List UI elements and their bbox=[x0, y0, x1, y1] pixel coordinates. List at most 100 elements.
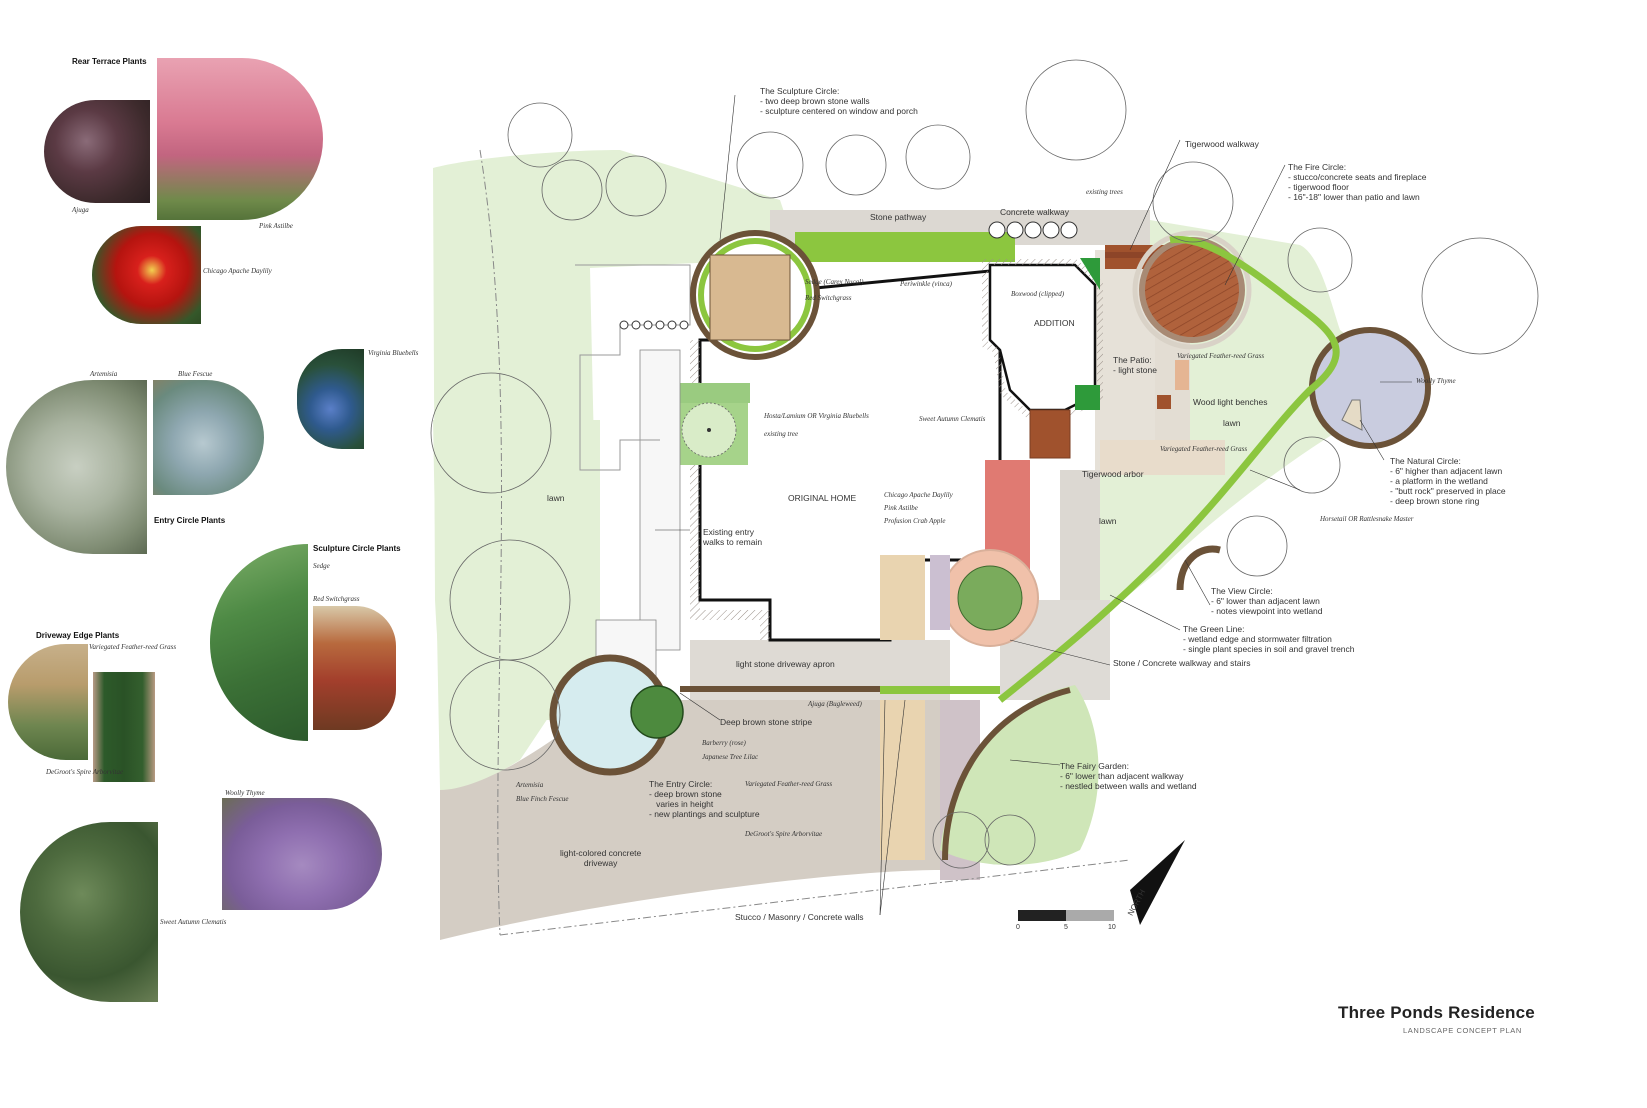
clematis-label: Sweet Autumn Clematis bbox=[160, 918, 227, 926]
switchgrass-label: Red Switchgrass bbox=[313, 595, 360, 603]
sedge-bed bbox=[709, 254, 791, 341]
concrete-walkway-circles bbox=[988, 221, 1078, 239]
barberry-label: Barberry (rose) bbox=[702, 739, 746, 747]
tigerwood-arbor-label: Tigerwood arbor bbox=[1082, 469, 1144, 479]
ajuga-plan-label: Ajuga (Bugleweed) bbox=[808, 700, 862, 708]
tigerwood-walkway-note: Tigerwood walkway bbox=[1185, 139, 1259, 149]
concrete-walkway-label: Concrete walkway bbox=[1000, 207, 1069, 217]
entry-circle-note: The Entry Circle: - deep brown stone var… bbox=[649, 779, 760, 820]
walls-label: Stucco / Masonry / Concrete walls bbox=[735, 912, 864, 922]
green-line-note: The Green Line: - wetland edge and storm… bbox=[1183, 624, 1355, 655]
scale-label-10: 10 bbox=[1108, 924, 1116, 931]
arborvitae-photo bbox=[93, 672, 155, 782]
green-accent-2 bbox=[1075, 385, 1100, 410]
driveway bbox=[440, 700, 940, 940]
lawn-left-label: lawn bbox=[547, 493, 565, 503]
deep-brown-stripe bbox=[680, 686, 940, 692]
fairy-garden bbox=[940, 685, 1099, 865]
ajuga-label: Ajuga bbox=[72, 206, 89, 214]
benches bbox=[1157, 395, 1171, 409]
astilbe-photo bbox=[157, 58, 323, 220]
clematis-photo bbox=[20, 822, 158, 1002]
japanese-lilac-label: Japanese Tree Lilac bbox=[702, 753, 759, 761]
driveway-label: light-colored concrete driveway bbox=[560, 848, 642, 869]
existing-trees-label: existing trees bbox=[1086, 188, 1123, 196]
leader-lines bbox=[655, 94, 1412, 916]
fire-circle-note: The Fire Circle: - stucco/concrete seats… bbox=[1288, 162, 1427, 203]
view-circle-note: The View Circle: - 6" lower than adjacen… bbox=[1211, 586, 1323, 617]
artemisia-plan-label: Artemisia bbox=[516, 781, 544, 789]
astilbe-label: Pink Astilbe bbox=[259, 222, 293, 230]
page-subtitle: LANDSCAPE CONCEPT PLAN bbox=[1403, 1026, 1522, 1035]
sedge-label: Sedge bbox=[313, 562, 330, 570]
chicago-daylily-plan-label: Chicago Apache Daylily bbox=[884, 491, 953, 499]
periwinkle-label: Periwinkle (vinca) bbox=[900, 280, 952, 288]
wood-benches-label: Wood light benches bbox=[1193, 397, 1268, 407]
degroot-label: DeGroot's Spire Arborvitae bbox=[745, 830, 823, 838]
crab-apple-label: Profusion Crab Apple bbox=[884, 517, 946, 525]
patio-note: The Patio: - light stone bbox=[1113, 355, 1157, 376]
blue-fescue-label: Blue Fescue bbox=[178, 370, 213, 378]
west-circles bbox=[619, 320, 689, 330]
blue-fescue-plan-label: Blue Finch Fescue bbox=[516, 795, 569, 803]
woolly-thyme-label: Woolly Thyme bbox=[225, 789, 265, 797]
original-home-label: ORIGINAL HOME bbox=[788, 493, 857, 503]
bluebells-label: Virginia Bluebells bbox=[368, 349, 419, 357]
fairy-garden-note: The Fairy Garden: - 6" lower than adjace… bbox=[1060, 761, 1197, 792]
variegated-low-label: Variegated Feather-reed Grass bbox=[745, 780, 833, 788]
red-switchgrass-label-plan: Red Switchgrass bbox=[805, 294, 852, 302]
page-title: Three Ponds Residence bbox=[1338, 1003, 1535, 1022]
deep-brown-stripe-label: Deep brown stone stripe bbox=[720, 717, 813, 727]
variegated-upper-label: Variegated Feather-reed Grass bbox=[1177, 352, 1265, 360]
driveway-edge-heading: Driveway Edge Plants bbox=[36, 631, 120, 640]
scale-bar-light bbox=[1066, 910, 1114, 921]
natural-circle bbox=[1309, 327, 1431, 449]
natural-circle-note: The Natural Circle: - 6" higher than adj… bbox=[1390, 456, 1506, 507]
existing-entry-walk bbox=[639, 349, 681, 651]
north-arrow bbox=[1130, 840, 1185, 925]
scale-bar-dark bbox=[1018, 910, 1066, 921]
hosta-label: Hosta/Lamium OR Virginia Bluebells bbox=[764, 412, 869, 420]
ajuga-photo bbox=[44, 100, 150, 203]
stone-walkway-label: Stone / Concrete walkway and stairs bbox=[1113, 658, 1251, 668]
view-circle bbox=[1176, 545, 1221, 591]
sculpture-circle-heading: Sculpture Circle Plants bbox=[313, 544, 401, 553]
pink-astilbe-plan-label: Pink Astilbe bbox=[884, 504, 918, 512]
artemisia-photo bbox=[6, 380, 147, 554]
lawn-small-label: lawn bbox=[1223, 418, 1241, 428]
rear-terrace-heading: Rear Terrace Plants bbox=[72, 57, 147, 66]
crab-apple bbox=[957, 565, 1023, 631]
home-hatch bbox=[690, 340, 770, 640]
japanese-tree-lilac bbox=[630, 685, 684, 739]
sedge-label-plan: Sedge (Carex Nucal) bbox=[805, 278, 864, 286]
green-accent bbox=[1080, 258, 1100, 290]
switchgrass-photo bbox=[313, 606, 396, 730]
existing-entry-note: Existing entry walks to remain bbox=[703, 527, 763, 548]
entry-circle-heading: Entry Circle Plants bbox=[154, 516, 226, 525]
arborvitae-label: DeGroot's Spire Arborvitae bbox=[46, 768, 124, 776]
daylily-label: Chicago Apache Daylily bbox=[203, 267, 272, 275]
woolly-thyme-plan-label: Woolly Thyme bbox=[1416, 377, 1456, 385]
feather-reed-label: Variegated Feather-reed Grass bbox=[89, 643, 177, 651]
driveway-apron-label: light stone driveway apron bbox=[736, 659, 835, 669]
scale-label-0: 0 bbox=[1016, 924, 1020, 931]
periwinkle-band bbox=[795, 232, 1015, 262]
artemisia-label: Artemisia bbox=[90, 370, 118, 378]
sweet-autumn-plan-label: Sweet Autumn Clematis bbox=[919, 415, 986, 423]
variegated-mid-label: Variegated Feather-reed Grass bbox=[1160, 445, 1248, 453]
fairy-plant-bed bbox=[880, 700, 925, 860]
lawn-right-label: lawn bbox=[1099, 516, 1117, 526]
sculpture-circle-note: The Sculpture Circle: - two deep brown s… bbox=[760, 86, 918, 117]
scale-label-5: 5 bbox=[1064, 924, 1068, 931]
daylily-bed bbox=[880, 555, 925, 640]
benches-2 bbox=[1175, 360, 1189, 390]
existing-tree-label: existing tree bbox=[764, 430, 799, 438]
addition-label: ADDITION bbox=[1034, 318, 1075, 328]
bluebells-photo bbox=[297, 349, 364, 449]
green-line bbox=[997, 235, 1340, 703]
planting-bed-sw bbox=[930, 555, 950, 630]
daylily-photo bbox=[92, 226, 201, 324]
existing-tree-bed-2 bbox=[680, 383, 750, 403]
patio-area-3 bbox=[1100, 440, 1225, 475]
